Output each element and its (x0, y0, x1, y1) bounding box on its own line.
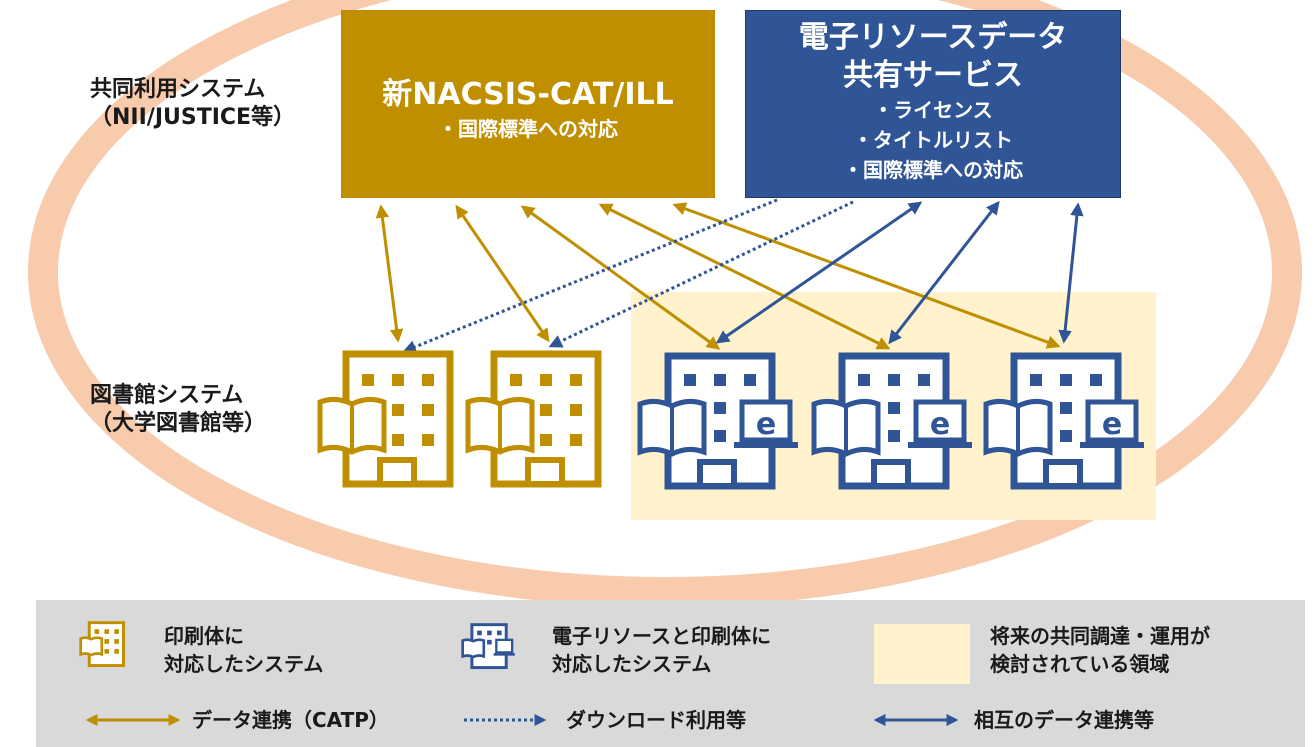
eresource-item: ・タイトルリスト (853, 128, 1013, 152)
mutual-arrow (888, 200, 1000, 345)
mutual-arrows (715, 200, 1084, 345)
legend-future-area-label: 将来の共同調達・運用が 検討されている領域 (990, 624, 1210, 676)
legend-panel: 印刷体に 対応したシステム 電子リソースと印刷体に 対応したシステム 将来の共同… (36, 600, 1305, 747)
nacsis-item: ・国際標準への対応 (438, 117, 618, 141)
nacsis-cat-ill-box: 新NACSIS-CAT/ILL ・国際標準への対応 (341, 10, 715, 198)
eresource-title-line2: 共有サービス (843, 58, 1023, 93)
mutual-arrow (1058, 202, 1084, 344)
download-arrow (402, 198, 778, 354)
legend-catp-label: データ連携（CATP） (192, 708, 389, 732)
legend-future-area-swatch (874, 624, 970, 684)
library-building-print-1 (317, 350, 454, 488)
shared-system-label: 共同利用システム （NII/JUSTICE等） (90, 77, 296, 130)
legend-eprint-system-label: 電子リソースと印刷体に 対応したシステム (552, 624, 771, 676)
scope-ellipse (28, 0, 1302, 607)
legend-mutual-label: 相互のデータ連携等 (974, 708, 1154, 732)
legend-graphics (79, 621, 959, 726)
library-building-eresource-3: e (983, 352, 1144, 490)
library-building-eresource-1: e (637, 352, 798, 490)
mutual-arrow (715, 201, 923, 344)
library-building-eresource-2: e (811, 352, 972, 490)
e-letter: e (1102, 407, 1122, 442)
library-building-print-2 (465, 350, 602, 488)
legend-download-label: ダウンロード利用等 (566, 708, 746, 732)
e-letter: e (756, 407, 776, 442)
e-letter: e (930, 407, 950, 442)
eresource-title-line1: 電子リソースデータ (798, 20, 1068, 55)
eresource-item: ・国際標準への対応 (843, 158, 1023, 182)
library-system-label: 図書館システム （大学図書館等） (90, 383, 267, 436)
legend-print-system-label: 印刷体に 対応したシステム (164, 624, 324, 676)
catp-arrow (455, 204, 550, 343)
eresource-item: ・ライセンス (873, 98, 993, 122)
legend-eresource-building-icon (461, 623, 515, 670)
nacsis-title: 新NACSIS-CAT/ILL (382, 77, 674, 112)
legend-print-building-icon (79, 621, 126, 668)
eresource-data-service-box: 電子リソースデータ 共有サービス ・ライセンス ・タイトルリスト ・国際標準への… (745, 10, 1121, 198)
catp-arrow (375, 204, 404, 343)
catp-arrow (520, 205, 721, 350)
